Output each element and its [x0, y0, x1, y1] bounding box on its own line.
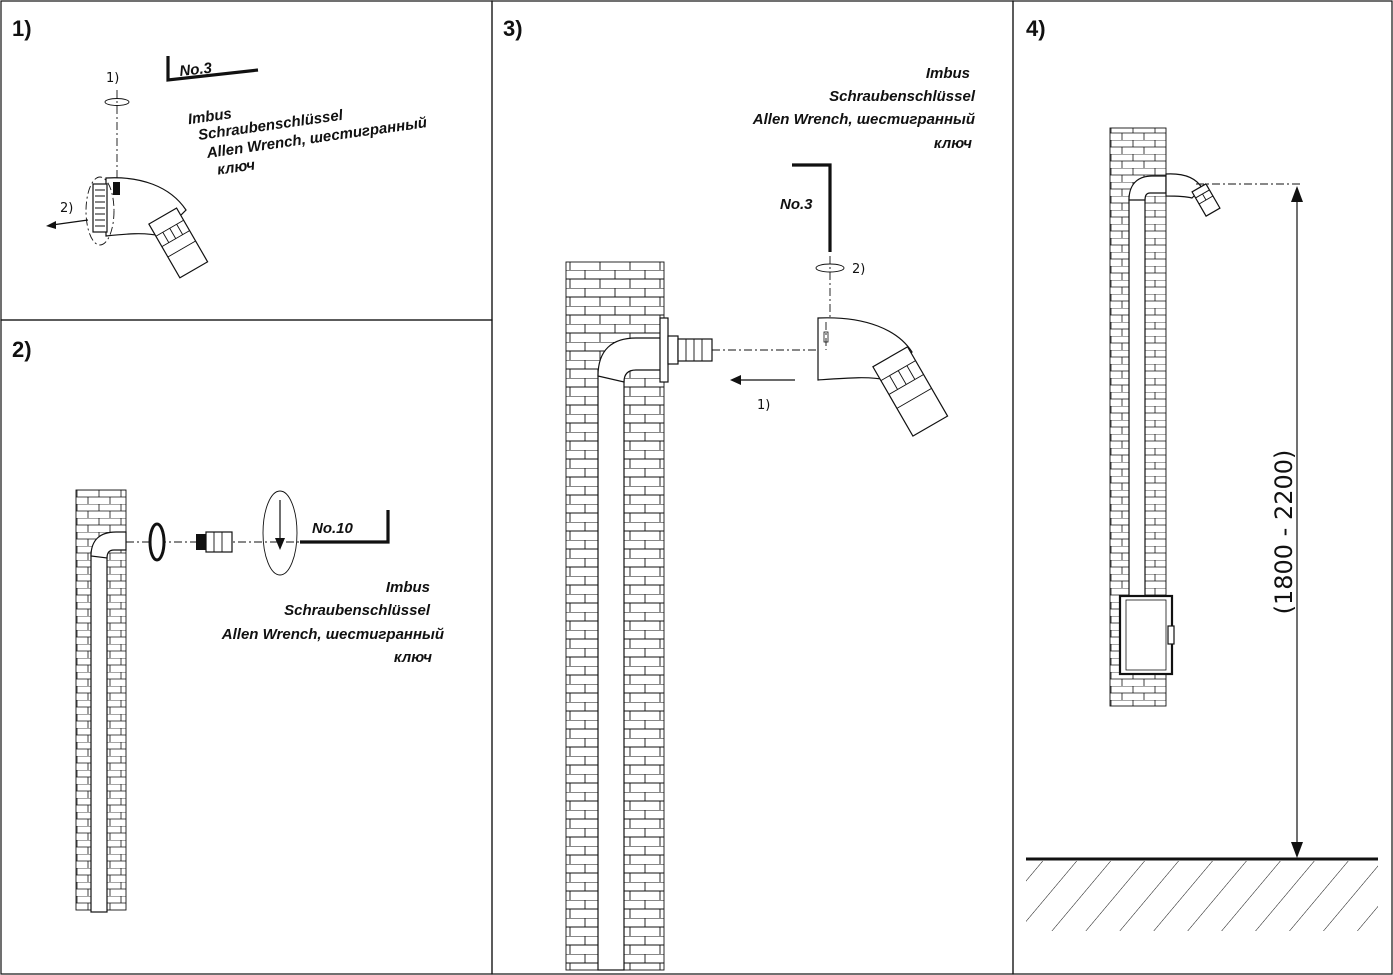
tool-label-line-4: ключ	[216, 156, 256, 178]
floor-hatching	[1026, 861, 1378, 931]
panel-2-frame	[0, 319, 493, 975]
set-screw-icon	[113, 182, 120, 195]
arrow-left-icon	[730, 375, 741, 385]
sub-step-2-label: 2)	[60, 201, 73, 216]
allen-wrench-icon	[300, 510, 390, 544]
panel-4-frame	[1012, 0, 1393, 975]
dimension-arrow-bottom-icon	[1291, 842, 1303, 858]
rotation-icon	[815, 263, 845, 273]
water-pipe	[597, 369, 625, 971]
pipe-elbow	[90, 531, 127, 559]
step-2-label: 2)	[12, 337, 32, 362]
panel-1-illustration: No.3 Imbus Schraubenschlüssel Allen Wren…	[46, 56, 428, 279]
tool-label-line-1: Imbus	[386, 579, 430, 596]
allen-wrench-icon	[166, 56, 259, 82]
adapter-thread	[196, 534, 206, 550]
sub-step-1-label: 1)	[757, 398, 770, 413]
wall-flange	[659, 317, 669, 383]
allen-wrench-icon	[792, 163, 832, 252]
mixer-box	[1118, 594, 1174, 676]
tool-label-line-2: Schraubenschlüssel	[829, 88, 976, 105]
tool-label-line-4: ключ	[934, 135, 972, 152]
tool-label-line-3: Allen Wrench, шестигранный	[221, 626, 444, 643]
step-4-label: 4)	[1026, 16, 1046, 41]
adapter-fitting	[205, 531, 233, 553]
rotation-icon	[262, 490, 298, 576]
tool-label-line-1: Imbus	[926, 65, 970, 82]
tool-label-line-2: Schraubenschlüssel	[284, 602, 431, 619]
panel-2-illustration: No.10 Imbus Schraubenschlüssel Allen Wre…	[75, 489, 444, 913]
set-screw-icon	[823, 331, 829, 343]
arrow-left-icon	[46, 221, 56, 229]
sub-step-1-label: 1)	[106, 71, 119, 86]
adapter-fitting	[677, 338, 713, 362]
step-1-label: 1)	[12, 16, 32, 41]
tool-label-line-4: ключ	[394, 649, 432, 666]
arrow-down-icon	[275, 538, 285, 550]
washer-icon	[148, 522, 166, 562]
water-pipe	[90, 551, 108, 913]
wrench-size-label: No.3	[780, 196, 813, 213]
rotation-icon	[104, 98, 130, 106]
tool-label-line-1: Imbus	[187, 105, 233, 128]
height-dimension-label: (1800 - 2200)	[1270, 450, 1298, 615]
wrench-size-label: No.10	[312, 520, 354, 537]
step-3-label: 3)	[503, 16, 523, 41]
tool-label-line-3: Allen Wrench, шестигранный	[752, 111, 975, 128]
dimension-arrow-top-icon	[1291, 186, 1303, 202]
sub-step-2-label: 2)	[852, 262, 865, 277]
panel-3-illustration: Imbus Schraubenschlüssel Allen Wrench, ш…	[565, 65, 976, 971]
panel-4-illustration: (1800 - 2200)	[1026, 127, 1378, 931]
wrench-size-label: No.3	[179, 60, 214, 80]
water-pipe	[1128, 195, 1146, 601]
